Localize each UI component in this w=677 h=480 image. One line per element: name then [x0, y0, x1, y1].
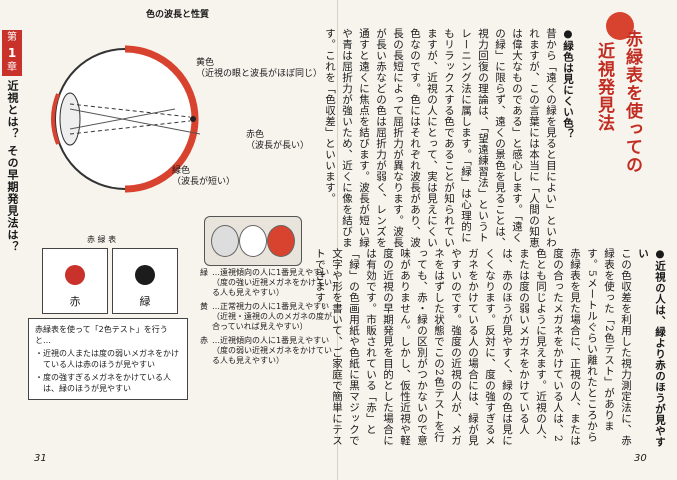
- section-1-body: 昔から「遠くの緑を見ると目によい」といわれますが、この言葉には本当に「人間の知恵…: [324, 28, 557, 248]
- note-red: 赤 …近視傾向の人に1番見えやすい（度の弱い近視メガネをかけている人も見えやすい…: [200, 336, 336, 366]
- section-2-body: この色収差を利用した視力測定法に、赤緑表を使った「2色テスト」があります。5メー…: [314, 248, 632, 446]
- right-page: 赤緑表を使っての 近視発見法 ●緑色は見にくい色？ 昔から「遠くの緑を見ると目に…: [314, 0, 677, 480]
- right-page-title: 赤緑表を使っての 近視発見法: [584, 12, 656, 192]
- label-red: 赤色 （波長が長い）: [246, 130, 309, 152]
- note-yellow: 黄 …正常視力の人に1番見えやすい（近視・遠視の人のメガネの度が合っていれば見え…: [200, 302, 336, 332]
- lamp-red: [267, 225, 295, 257]
- label-green-note: （波長が短い）: [172, 177, 236, 187]
- title-line-2: 近視発見法: [594, 42, 614, 132]
- info-box-intro: 赤緑表を使って「2色テスト」を行うと…: [35, 325, 168, 345]
- lamp-notes: 緑 …遠視傾向の人に1番見えやすい（度の強い近視メガネをかけている人も見えやすい…: [200, 268, 336, 370]
- note-text: …遠視傾向の人に1番見えやすい（度の強い近視メガネをかけている人も見えやすい）: [212, 268, 332, 297]
- note-text: …正常視力の人に1番見えやすい（近視・遠視の人のメガネの度が合っていれば見えやす…: [212, 302, 332, 331]
- info-box-item: ・度の強すぎるメガネをかけている人は、緑のほうが見やすい: [35, 373, 171, 393]
- section-2-heading: ●近視の人は、緑より赤のほうが見やすい: [637, 248, 666, 448]
- gutter: [337, 0, 338, 480]
- title-line-1: 赤緑表を使っての: [622, 30, 642, 174]
- label-green-name: 緑色: [172, 166, 191, 176]
- left-page: 第 1 章 近視とは？ その早期発見法は？ 色の波長と性質 黄色 （近視の眼と波…: [0, 0, 338, 480]
- chapter-number: 1: [7, 46, 17, 60]
- section-1-heading: ●緑色は見にくい色？: [562, 28, 574, 140]
- page-number-right: 30: [634, 453, 647, 464]
- two-color-test-box: 赤緑表を使って「2色テスト」を行うと… ・近視の人または度の弱いメガネをかけてい…: [28, 318, 188, 400]
- side-chapter-title: 近視とは？ その早期発見法は？: [6, 80, 19, 253]
- red-green-chart-title: 赤 緑 表: [87, 235, 117, 244]
- green-card-label: 緑: [139, 295, 151, 308]
- note-key: 緑: [200, 268, 208, 277]
- label-yellow: 黄色 （近視の眼と波長がほぼ同じ）: [196, 58, 322, 80]
- chapter-label-bottom: 章: [7, 62, 17, 73]
- red-dot: [65, 265, 85, 285]
- red-card-label: 赤: [69, 295, 81, 308]
- note-key: 黄: [200, 302, 208, 311]
- label-yellow-note: （近視の眼と波長がほぼ同じ）: [196, 69, 323, 79]
- label-green: 緑色 （波長が短い）: [172, 166, 235, 188]
- label-yellow-name: 黄色: [196, 58, 215, 68]
- note-green: 緑 …遠視傾向の人に1番見えやすい（度の強い近視メガネをかけている人も見えやすい…: [200, 268, 336, 298]
- page-number-left: 31: [34, 453, 47, 464]
- info-box-item: ・近視の人または度の弱いメガネをかけている人は赤のほうが見やすい: [35, 349, 179, 369]
- note-key: 赤: [200, 336, 208, 345]
- green-dot: [135, 265, 155, 285]
- title-accent-blob: [606, 12, 634, 40]
- section-2: ●近視の人は、緑より赤のほうが見やすい この色収差を利用した視力測定法に、赤緑表…: [314, 248, 668, 448]
- three-lamps-illustration: [204, 216, 302, 266]
- label-red-note: （波長が長い）: [246, 141, 310, 151]
- figure-title: 色の波長と性質: [146, 10, 210, 20]
- green-card: 緑: [112, 248, 178, 314]
- note-text: …近視傾向の人に1番見えやすい（度の弱い近視メガネをかけている人も見えやすい）: [212, 336, 332, 365]
- red-card: 赤: [42, 248, 108, 314]
- label-red-name: 赤色: [246, 130, 265, 140]
- chapter-label-top: 第: [7, 32, 17, 43]
- lamp-yellow: [239, 225, 267, 257]
- eye-diagram: [51, 45, 201, 193]
- lamp-green: [211, 225, 239, 257]
- section-1: ●緑色は見にくい色？ 昔から「遠くの緑を見ると目によい」といわれますが、この言葉…: [324, 28, 576, 253]
- chapter-tab: 第 1 章: [2, 30, 22, 76]
